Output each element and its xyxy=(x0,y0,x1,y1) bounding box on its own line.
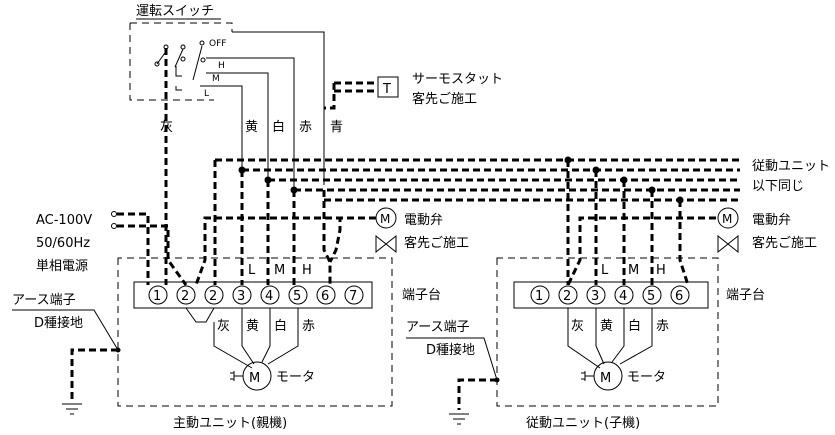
main-unit-caption: 主動ユニット(親機) xyxy=(173,416,287,431)
main-motor-wire-white: 白 xyxy=(274,318,287,334)
main-motor-wire-gray: 灰 xyxy=(217,319,230,334)
wire-label-red: 赤 xyxy=(299,120,312,135)
thermostat-install-note: 客先ご施工 xyxy=(412,91,477,107)
main-terminal-block xyxy=(133,281,373,309)
main-unit: 1 2 2 3 4 5 6 7 L M H 端子台 灰 黄 白 赤 M モータ … xyxy=(117,257,441,431)
slave-note-line1: 従動ユニット xyxy=(752,159,830,174)
main-motor-letter: M xyxy=(249,371,260,386)
main-terminals: 1 2 2 3 4 5 6 7 xyxy=(148,285,364,305)
slave-terminals: 1 2 3 4 5 6 xyxy=(530,285,690,305)
slave-valve-symbol: M xyxy=(722,212,732,226)
switch-box-outline xyxy=(129,22,233,101)
main-terminal-2b: 2 xyxy=(209,289,217,304)
slave-valve: M 電動弁 客先ご施工 xyxy=(717,207,817,254)
slave-motor-wire-white: 白 xyxy=(628,318,641,334)
slave-terminal-3: 3 xyxy=(591,289,599,304)
slave-terminal-5: 5 xyxy=(647,289,655,304)
slave-ground: アース端子 D種接地 xyxy=(406,320,500,425)
thermostat-symbol: T xyxy=(382,82,391,97)
thermostat-label: サーモスタット xyxy=(412,72,503,87)
slave-motor-wire-yellow: 黄 xyxy=(600,319,613,334)
slave-valve-label: 電動弁 xyxy=(752,213,791,228)
valve-install-note: 客先ご施工 xyxy=(404,235,469,251)
main-motor-wire-yellow: 黄 xyxy=(246,319,259,334)
slave-speed-h: H xyxy=(656,263,666,278)
slave-ground-class-label: D種接地 xyxy=(426,342,475,358)
slave-terminal-2: 2 xyxy=(563,289,571,304)
main-terminal-4: 4 xyxy=(265,289,273,304)
main-ground: アース端子 D種接地 xyxy=(12,293,121,415)
switch-h-label: H xyxy=(218,61,225,71)
slave-motor-letter: M xyxy=(600,371,611,386)
valve-symbol: M xyxy=(380,212,390,226)
switch-off-label: OFF xyxy=(209,39,226,49)
slave-note-line2: 以下同じ xyxy=(752,179,804,194)
slave-speed-l: L xyxy=(601,263,609,278)
main-motor-label: モータ xyxy=(276,370,315,385)
main-terminal-3: 3 xyxy=(237,289,245,304)
slave-motor-wire-red: 赤 xyxy=(656,319,669,334)
main-terminal-2a: 2 xyxy=(181,289,189,304)
slave-motor-label: モータ xyxy=(627,370,666,385)
main-unit-outline xyxy=(117,257,393,407)
slave-unit-caption: 従動ユニット(子機) xyxy=(526,416,640,431)
slave-ground-terminal-label: アース端子 xyxy=(406,320,470,335)
slave-ground-icon xyxy=(449,413,469,425)
slave-valve-install-note: 客先ご施工 xyxy=(752,235,817,251)
main-ground-icon xyxy=(62,403,82,415)
slave-valve-icon xyxy=(717,234,739,254)
thermostat-box xyxy=(377,76,399,98)
valve-label: 電動弁 xyxy=(404,213,443,228)
wire-label-blue: 青 xyxy=(330,120,343,135)
main-ground-terminal-label: アース端子 xyxy=(12,293,76,308)
main-ground-class-label: D種接地 xyxy=(34,315,83,331)
power-source: AC-100V 50/60Hz 単相電源 xyxy=(36,211,188,286)
power-phase: 単相電源 xyxy=(36,258,88,274)
slave-terminal-6: 6 xyxy=(675,289,683,304)
main-speed-l: L xyxy=(248,263,256,278)
slave-motor-wire-gray: 灰 xyxy=(571,319,584,334)
valve-icon xyxy=(375,234,397,254)
main-motor-wire-red: 赤 xyxy=(302,319,315,334)
operation-switch: 運転スイッチ OFF H M L xyxy=(129,4,325,190)
wire-label-yellow: 黄 xyxy=(245,120,258,135)
main-terminal-block-label: 端子台 xyxy=(402,288,441,303)
main-speed-h: H xyxy=(302,263,312,278)
main-speed-m: M xyxy=(274,263,285,278)
switch-title: 運転スイッチ xyxy=(136,4,214,19)
thermostat: T サーモスタット 客先ご施工 xyxy=(334,72,503,107)
slave-speed-m: M xyxy=(628,263,639,278)
slave-terminal-block xyxy=(513,281,709,309)
wire-label-gray: 灰 xyxy=(160,120,173,135)
slave-valve-motor-symbol xyxy=(717,207,739,229)
main-terminal-5: 5 xyxy=(293,289,301,304)
switch-m-label: M xyxy=(212,74,220,84)
switch-l-label: L xyxy=(204,89,209,99)
slave-unit: 1 2 3 4 5 6 L M H 端子台 灰 黄 白 赤 M モータ 従動ユニ… xyxy=(496,160,765,431)
main-terminal-1: 1 xyxy=(153,289,161,304)
power-frequency: 50/60Hz xyxy=(36,236,90,251)
slave-unit-outline xyxy=(496,257,719,407)
main-terminal-6: 6 xyxy=(321,289,329,304)
wire-label-white: 白 xyxy=(272,119,285,135)
slave-terminal-block-label: 端子台 xyxy=(726,288,765,303)
main-valve: M 電動弁 客先ご施工 xyxy=(194,207,469,286)
slave-terminal-4: 4 xyxy=(619,289,627,304)
main-terminal-7: 7 xyxy=(349,289,357,304)
power-voltage: AC-100V xyxy=(36,213,92,228)
slave-terminal-1: 1 xyxy=(535,289,543,304)
